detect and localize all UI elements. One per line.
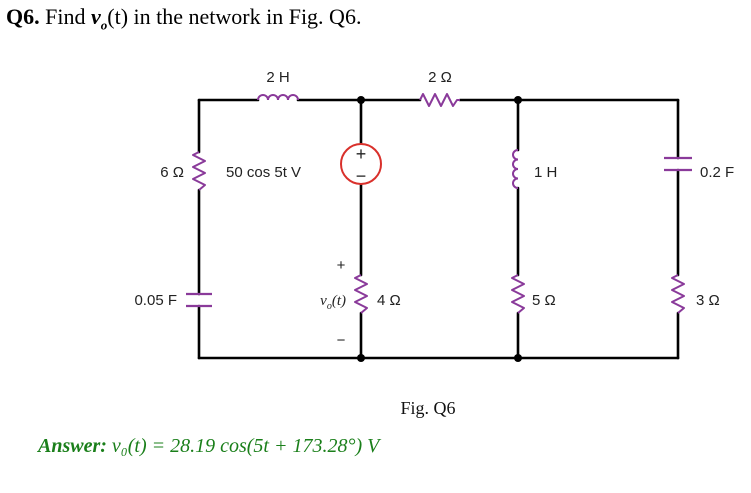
question-suffix: (t) in the network in Fig. Q6. [107, 4, 362, 29]
node-top-b3 [514, 96, 522, 104]
inductor-2h-icon [257, 94, 299, 101]
resistor-6ohm-icon [192, 151, 206, 191]
label-4ohm: 4 Ω [377, 292, 401, 309]
node-bottom-b3 [514, 354, 522, 362]
node-top-center [357, 96, 365, 104]
inductor-1h-icon [512, 149, 519, 189]
question-number: Q6. [6, 4, 40, 29]
question-text: Q6. Find vo(t) in the network in Fig. Q6… [6, 4, 361, 33]
label-vo-plus: + [337, 257, 346, 274]
answer-line: Answer: v₀(t) = 28.19 cos(5t + 173.28°) … [38, 435, 379, 458]
question-prefix: Find [45, 4, 86, 29]
label-vo-minus: − [337, 332, 346, 349]
question-variable: vo [90, 4, 108, 33]
label-6ohm: 6 Ω [160, 164, 184, 181]
label-source: 50 cos 5t V [226, 164, 301, 181]
label-005f: 0.05 F [134, 292, 177, 309]
node-bottom-center [357, 354, 365, 362]
resistor-4ohm-icon [354, 274, 368, 314]
label-vo: vo(t) [320, 293, 346, 312]
resistor-3ohm-icon [671, 274, 685, 314]
label-5ohm: 5 Ω [532, 292, 556, 309]
source-plus-sign: + [356, 144, 367, 164]
voltage-source-icon [340, 143, 382, 185]
label-2ohm: 2 Ω [428, 69, 452, 86]
label-2h: 2 H [266, 69, 289, 86]
resistor-5ohm-icon [511, 274, 525, 314]
label-02f: 0.2 F [700, 164, 734, 181]
answer-expression: v₀(t) = 28.19 cos(5t + 173.28°) V [111, 435, 380, 457]
resistor-2ohm-icon [419, 93, 460, 107]
source-minus-sign: − [356, 166, 367, 186]
answer-label: Answer: [38, 435, 107, 457]
label-3ohm: 3 Ω [696, 292, 720, 309]
label-1h: 1 H [534, 164, 557, 181]
figure-caption: Fig. Q6 [400, 398, 455, 418]
